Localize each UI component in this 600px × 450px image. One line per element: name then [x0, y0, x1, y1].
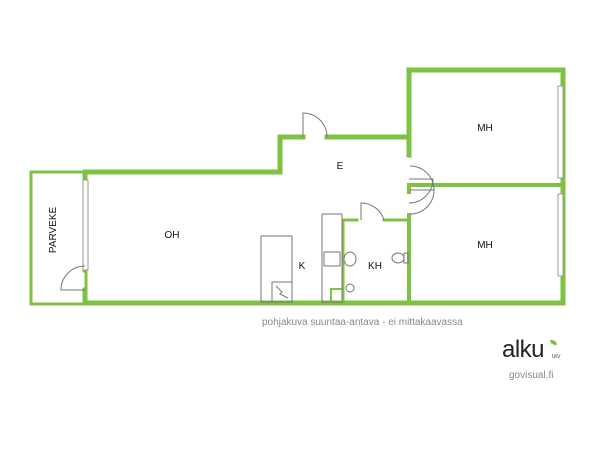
door [409, 165, 435, 191]
room-label-bedroom2: MH [477, 240, 493, 251]
logo-sub: LKV [552, 354, 560, 360]
room-label-living: OH [165, 230, 180, 241]
cabinet [321, 213, 343, 303]
window [557, 193, 564, 277]
shower-icon [345, 283, 355, 293]
website: govisual.fi [509, 370, 554, 381]
balcony-door [60, 265, 86, 291]
outer-wall [82, 67, 566, 306]
room-label-kitchen: K [299, 261, 306, 272]
toilet-icon [391, 252, 405, 264]
leaf-icon [550, 340, 557, 345]
outer-wall-north [82, 134, 306, 273]
door [360, 202, 385, 221]
bathroom-wall [341, 218, 359, 305]
room-label-bathroom: KH [368, 261, 382, 272]
door [408, 178, 434, 204]
washbasin-icon [343, 251, 357, 267]
window [557, 85, 564, 179]
room-label-hall: E [337, 161, 344, 172]
stove-icon [275, 285, 289, 299]
sink-icon [323, 251, 341, 267]
window [82, 179, 89, 271]
room-label-balcony: PARVEKE [48, 207, 59, 254]
logo-text: alku [502, 336, 545, 363]
kitchen-counter [260, 235, 293, 303]
door [302, 112, 328, 138]
logo: alku LKV [502, 336, 560, 364]
door [409, 189, 435, 215]
disclaimer-caption: pohjakuva suuntaa-antava - ei mittakaava… [262, 317, 463, 328]
stove [271, 281, 293, 303]
room-label-bedroom1: MH [477, 123, 493, 134]
